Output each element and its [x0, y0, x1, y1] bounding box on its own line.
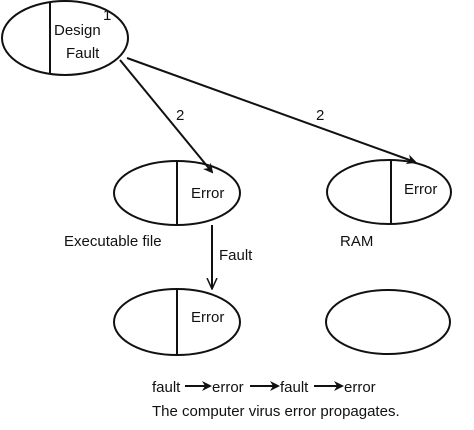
design-fault-number: 1	[103, 7, 111, 24]
design-fault-label-line1: Design	[54, 22, 101, 39]
lower-empty-ellipse	[325, 289, 451, 355]
sequence-item-error-2: error	[344, 379, 376, 396]
executable-error-node: Error Executable file	[64, 160, 241, 250]
edge-design-to-ram: 2	[126, 57, 417, 164]
edge-design-to-ram-label: 2	[316, 107, 324, 124]
edge-design-to-executable: 2	[119, 59, 214, 174]
edge-design-to-ram-line	[126, 57, 417, 164]
edge-design-to-executable-line	[119, 59, 214, 174]
edge-design-to-executable-label: 2	[176, 107, 184, 124]
design-fault-ellipse	[1, 0, 129, 76]
lower-error-label: Error	[191, 309, 224, 326]
ram-error-node: Error RAM	[326, 159, 452, 250]
ram-caption: RAM	[340, 233, 373, 250]
lower-error-ellipse	[113, 288, 241, 356]
ram-error-label: Error	[404, 181, 437, 198]
lower-error-node: Error	[113, 288, 241, 356]
executable-error-ellipse	[113, 160, 241, 226]
diagram-caption: The computer virus error propagates.	[152, 403, 400, 420]
sequence-item-fault-1: fault	[152, 379, 181, 396]
propagation-sequence: fault error fault error	[152, 379, 376, 396]
sequence-item-fault-2: fault	[280, 379, 309, 396]
executable-error-label: Error	[191, 185, 224, 202]
design-fault-label-line2: Fault	[66, 45, 100, 62]
ram-error-ellipse	[326, 159, 452, 225]
edge-executable-to-lower: Fault	[212, 225, 253, 288]
design-fault-node: 1 Design Fault	[1, 0, 129, 76]
lower-empty-node	[325, 289, 451, 355]
executable-file-caption: Executable file	[64, 233, 162, 250]
sequence-item-error-1: error	[212, 379, 244, 396]
edge-executable-to-lower-label: Fault	[219, 247, 253, 264]
